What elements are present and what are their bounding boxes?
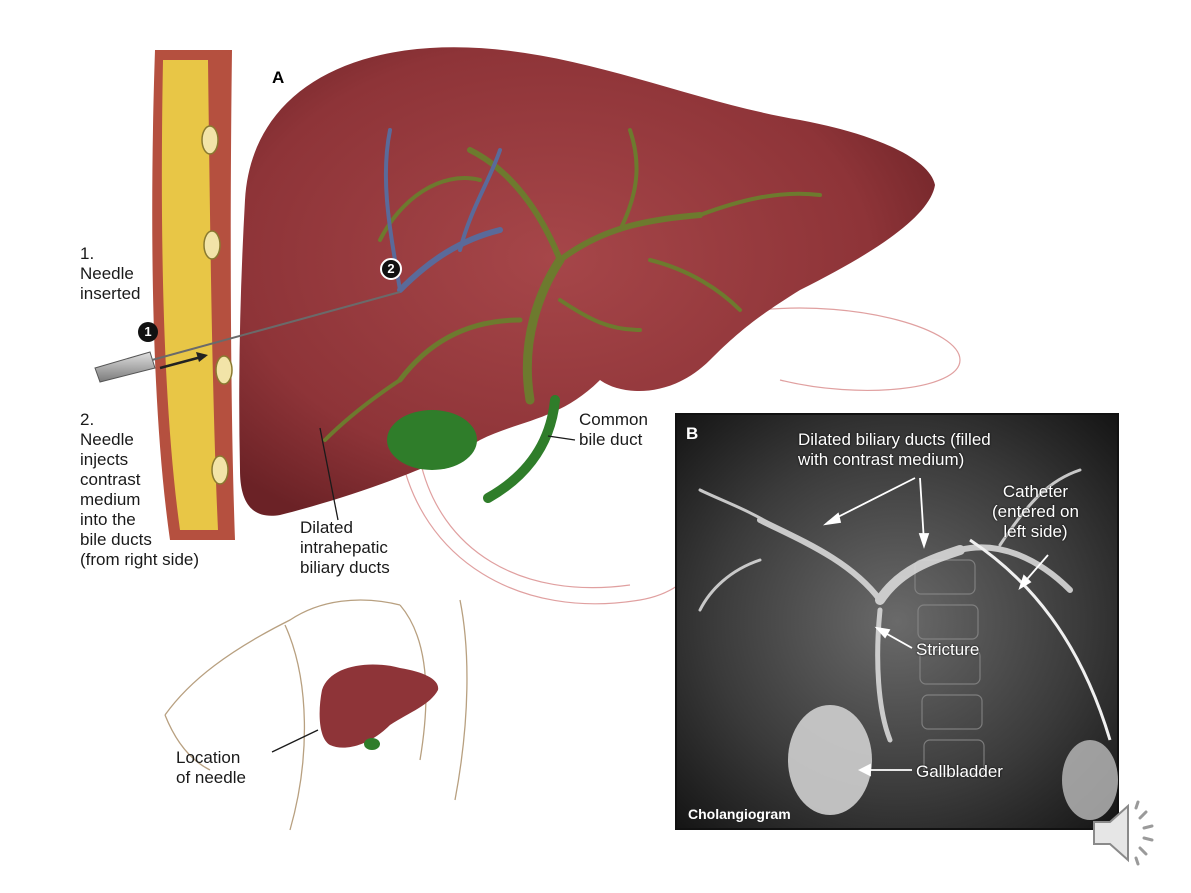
panel-a-letter: A	[272, 68, 285, 87]
speaker-icon[interactable]	[1090, 798, 1170, 868]
marker-2: 2	[380, 258, 402, 280]
gallbladder-label: Gallbladder	[916, 762, 1003, 781]
location-of-needle-label: Location of needle	[176, 748, 246, 787]
panel-b-letter: B	[686, 424, 699, 443]
common-bile-duct-label: Common bile duct	[579, 410, 648, 449]
needle	[94, 291, 401, 383]
leader-lines-a	[319, 427, 576, 521]
cholangiogram-caption: Cholangiogram	[688, 806, 791, 822]
marker-1: 1	[138, 322, 158, 342]
small-liver-shape	[319, 664, 439, 748]
dilated-intrahepatic-label: Dilated intrahepatic biliary ducts	[300, 518, 390, 577]
body-wall	[152, 50, 235, 540]
step2-label: 2. Needle injects contrast medium into t…	[80, 410, 200, 569]
bile-ducts	[323, 128, 822, 442]
location-leader-line	[271, 729, 319, 753]
small-gallbladder-shape	[364, 738, 380, 750]
common-bile-duct-shape	[483, 395, 560, 503]
liver-shape	[239, 47, 936, 516]
stricture-label: Stricture	[916, 640, 980, 659]
dilated-biliary-label: Dilated biliary ducts (filled with contr…	[798, 430, 991, 469]
gallbladder-shape	[387, 410, 477, 470]
xray-panel	[675, 413, 1119, 830]
body-figure-outline	[164, 599, 468, 831]
step1-label: 1. Needle inserted	[80, 244, 141, 303]
insert-arrow	[159, 354, 206, 370]
catheter-label: Catheter (entered on left side)	[992, 482, 1079, 541]
